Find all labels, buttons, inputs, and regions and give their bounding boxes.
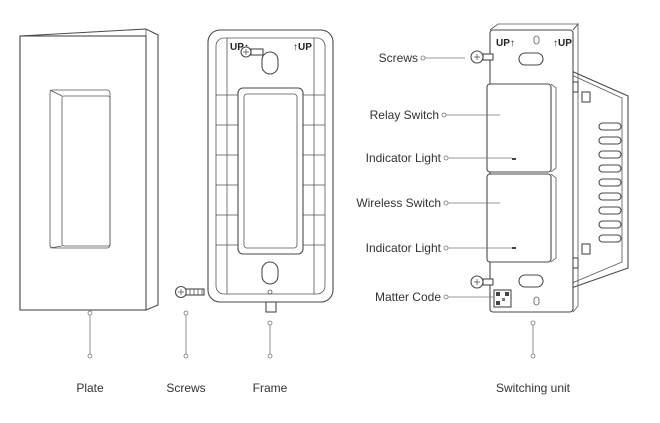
indicator-light-2 [512, 247, 516, 249]
frame-up-right-text: ↑UP [293, 42, 312, 53]
frame-label: Frame [253, 381, 288, 395]
screw-top [470, 50, 494, 64]
screw-bottom [470, 275, 494, 289]
switching-unit: UP↑ ↑UP [486, 22, 629, 313]
plate [19, 28, 159, 311]
indicator-light-label-2: Indicator Light [366, 241, 442, 255]
unit-up-right-text: ↑UP [553, 38, 572, 49]
screws-label-top: Screws [379, 51, 418, 65]
plate-label: Plate [76, 381, 104, 395]
screw-left [174, 285, 205, 299]
screws-label-bottom: Screws [166, 381, 205, 395]
relay-switch-label: Relay Switch [370, 108, 439, 122]
frame-up-left-text: UP↑ [230, 42, 249, 53]
wireless-switch-label: Wireless Switch [356, 196, 441, 210]
switching-unit-label: Switching unit [496, 381, 571, 395]
matter-code-label: Matter Code [375, 290, 441, 304]
indicator-light-1 [512, 158, 516, 160]
callout-lines [87, 55, 536, 359]
frame: UP↑ ↑UP [207, 29, 334, 313]
unit-up-left-text: UP↑ [496, 38, 515, 49]
indicator-light-label-1: Indicator Light [366, 151, 442, 165]
